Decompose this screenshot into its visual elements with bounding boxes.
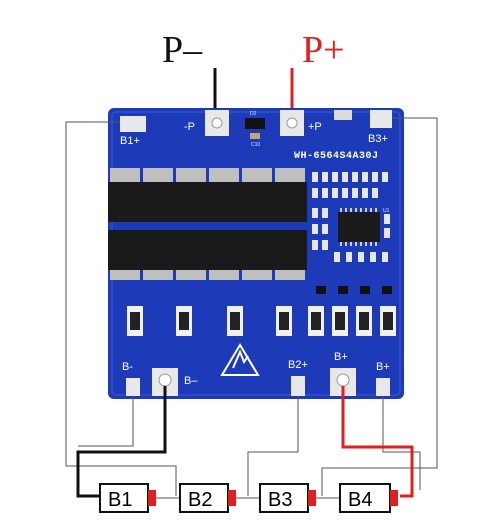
c10-capacitor <box>250 133 260 139</box>
b2-plus-pad-label: B2+ <box>288 359 308 371</box>
b-plus-main-wire <box>341 386 414 498</box>
small-chip <box>334 110 352 120</box>
b3-plus-pad-label: B3+ <box>368 133 388 145</box>
passive-grid-right <box>312 208 390 262</box>
b1-plus-pad-label: B1+ <box>120 135 140 147</box>
board-model-label: WH-6564S4A30J <box>294 151 379 162</box>
cell-b4-label: B4 <box>348 489 372 511</box>
bms-board: B1+ -P D2 C10 +P B3+ WH-6564S4A30J <box>108 108 404 399</box>
b1-plus-pad <box>120 116 146 132</box>
b-minus-sense-wire <box>78 396 134 447</box>
battery-cell-b3: B3 <box>259 483 316 513</box>
b1-plus-sense-wire <box>65 121 177 496</box>
battery-cell-b4: B4 <box>339 483 398 513</box>
p-minus-pad-label: -P <box>184 121 195 133</box>
p-minus-label: P– <box>162 29 203 71</box>
protection-ic: U1 <box>338 208 390 246</box>
b-minus-small-pad-label: B- <box>122 361 133 373</box>
balance-resistors <box>127 306 396 336</box>
b-minus-main-wire <box>76 386 167 498</box>
d2-diode <box>245 118 265 129</box>
p-plus-pad-label: +P <box>308 121 322 133</box>
b3-plus-pad <box>370 110 392 128</box>
b-plus-main-pad-label: B+ <box>334 351 348 363</box>
c10-label: C10 <box>251 142 260 148</box>
b2-plus-pad <box>291 376 305 396</box>
cell-b2-label: B2 <box>188 489 212 511</box>
u1-label: U1 <box>383 208 390 214</box>
b2-plus-sense-wire <box>247 396 299 496</box>
cell-b3-label: B3 <box>268 489 292 511</box>
b-minus-main-pad-label: B– <box>184 375 198 387</box>
cell-b1-label: B1 <box>108 489 132 511</box>
d2-label: D2 <box>250 111 257 117</box>
mosfet-row-lower <box>108 230 307 280</box>
b-plus-sense-wire <box>382 396 421 490</box>
b-minus-small-pad <box>126 378 140 396</box>
b3-plus-sense-wire <box>321 117 438 496</box>
sense-wires <box>65 117 438 496</box>
p-plus-label: P+ <box>302 29 345 71</box>
b-plus-small-pad-label: B+ <box>376 361 390 373</box>
mosfet-row-upper <box>108 168 307 222</box>
battery-cell-b2: B2 <box>179 483 236 513</box>
esd-warning-icon <box>220 343 260 376</box>
small-transistors <box>316 286 392 294</box>
resistor-array-upper <box>312 172 388 198</box>
b-plus-small-pad <box>376 378 390 396</box>
battery-cell-b1: B1 <box>99 483 156 513</box>
